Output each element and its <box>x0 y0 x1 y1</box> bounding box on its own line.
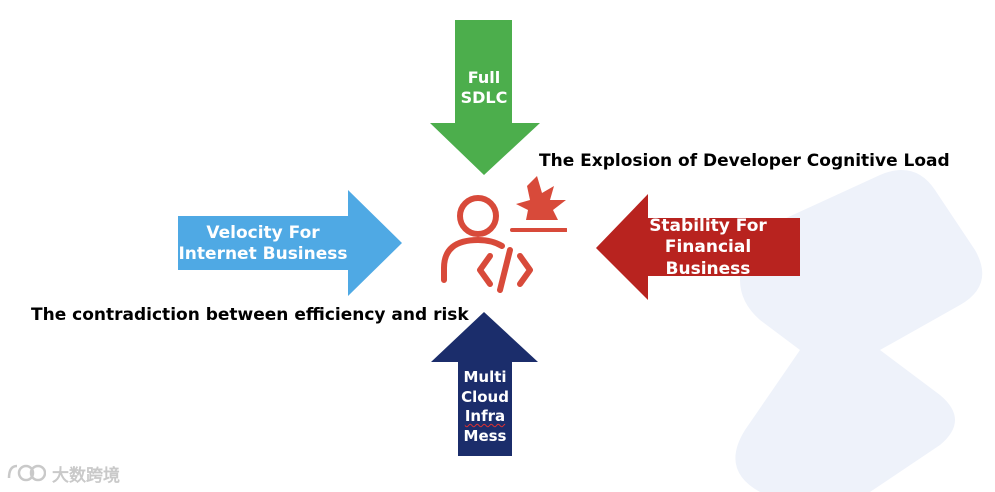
arrow-left-label: Velocity For Internet Business <box>178 220 348 268</box>
arrow-right-shape <box>596 194 800 300</box>
code-bracket-right-icon <box>517 253 533 287</box>
arrow-top-shape <box>430 20 540 175</box>
person-head-icon <box>457 195 499 237</box>
developer-code-explosion-icon <box>441 176 567 293</box>
arrow-top-line: Full <box>467 68 501 87</box>
arrow-bottom-line: Cloud <box>461 387 509 406</box>
arrow-right-label: Stability For Financial Business <box>622 216 794 279</box>
arrow-left-shape <box>178 190 402 296</box>
logo-icon <box>7 464 46 482</box>
arrow-right-line: Financial Business <box>664 237 752 279</box>
watermark-text: 大数跨境 <box>52 465 120 486</box>
arrow-right-line: Stability For <box>649 216 767 237</box>
contradiction-caption: The contradiction between efficiency and… <box>31 305 469 325</box>
arrow-left-line: Velocity For <box>206 222 320 243</box>
arrow-bottom-shape <box>431 312 538 456</box>
arrow-left-line: Internet Business <box>178 244 348 264</box>
person-body-icon <box>441 237 505 283</box>
arrow-top-label: Full SDLC <box>453 58 515 118</box>
arrow-bottom-line: Mess <box>463 426 507 445</box>
arrow-bottom-line: Multi <box>463 368 507 386</box>
arrow-bottom-label: Multi Cloud Infra Mess <box>455 362 515 452</box>
watermark: 大数跨境 <box>6 460 120 486</box>
arrow-bottom-line: Infra <box>464 407 506 425</box>
cognitive-load-caption: The Explosion of Developer Cognitive Loa… <box>539 151 950 171</box>
code-slash-icon <box>497 247 513 293</box>
explosion-icon <box>516 176 566 220</box>
arrow-top-line: SDLC <box>460 88 508 107</box>
code-bracket-left-icon <box>477 253 493 287</box>
